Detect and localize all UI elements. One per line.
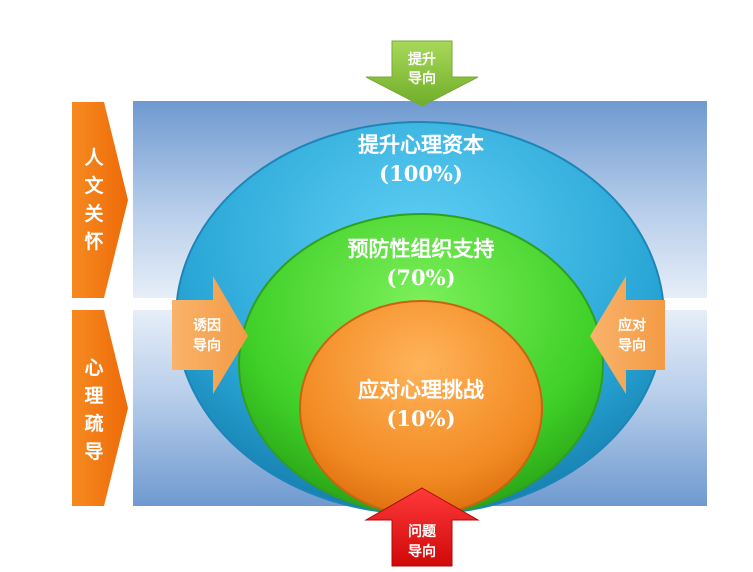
left-chevron-top <box>72 102 128 298</box>
left-arrow-label-2: 导向 <box>193 337 221 354</box>
psych-counseling-char-2: 理 <box>84 385 103 407</box>
left-chevron-bottom <box>72 310 128 506</box>
left-arrow-label-1: 诱因 <box>193 317 221 334</box>
inner-title: 应对心理挑战 <box>358 377 484 402</box>
top-arrow-label-1: 提升 <box>408 51 436 68</box>
inner-percent: (10%) <box>386 406 455 431</box>
humanistic-care-char-2: 文 <box>84 174 104 197</box>
psych-counseling-char-4: 导 <box>84 441 103 463</box>
bottom-arrow-label-1: 问题 <box>408 523 437 540</box>
right-arrow-label-1: 应对 <box>618 317 646 334</box>
top-arrow <box>365 40 479 107</box>
left-arrow <box>172 276 248 394</box>
top-arrow-label-2: 导向 <box>408 70 436 87</box>
right-arrow-label-2: 导向 <box>618 337 646 354</box>
right-arrow <box>590 276 665 394</box>
humanistic-care-char-4: 怀 <box>84 230 103 253</box>
bottom-arrow-label-2: 导向 <box>408 543 436 560</box>
humanistic-care-char-3: 关 <box>84 202 103 225</box>
outer-percent: (100%) <box>379 161 463 186</box>
psych-counseling-char-1: 心 <box>84 357 103 379</box>
psych-counseling-char-3: 疏 <box>84 412 103 435</box>
middle-percent: (70%) <box>386 265 455 290</box>
bottom-arrow <box>364 487 480 567</box>
outer-title: 提升心理资本 <box>358 132 484 157</box>
middle-title: 预防性组织支持 <box>348 236 495 261</box>
humanistic-care-char-1: 人 <box>84 147 104 169</box>
